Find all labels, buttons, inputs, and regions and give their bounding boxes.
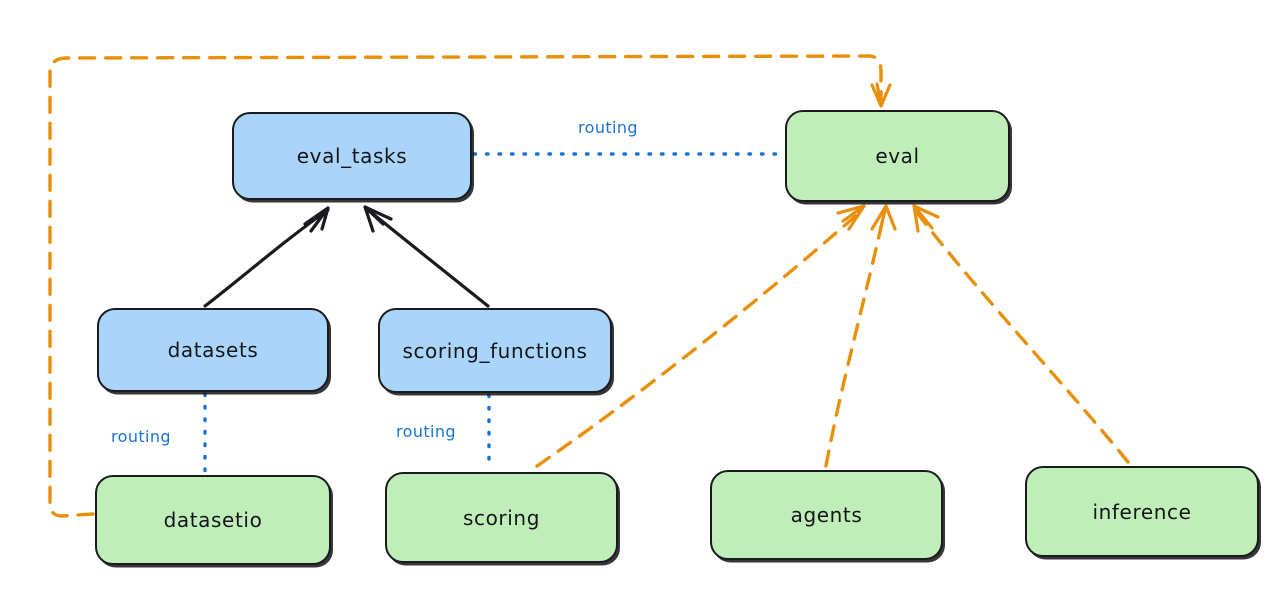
node-eval[interactable]: eval <box>785 110 1010 202</box>
node-agents[interactable]: agents <box>710 470 943 560</box>
node-datasetio[interactable]: datasetio <box>95 475 331 565</box>
node-label-datasetio: datasetio <box>163 508 263 532</box>
node-datasets[interactable]: datasets <box>97 308 329 392</box>
node-scoring-functions[interactable]: scoring_functions <box>378 308 612 393</box>
edge-inference-to-eval <box>912 204 1130 464</box>
edge-label-routing-scoring-functions-scoring: routing <box>396 422 456 441</box>
edge-label-routing-eval-tasks-eval: routing <box>578 118 638 137</box>
edge-agents-to-eval <box>824 204 897 468</box>
node-label-scoring: scoring <box>462 505 540 530</box>
edge-scoring_functions-to-eval_tasks <box>363 205 490 308</box>
node-inference[interactable]: inference <box>1025 466 1259 557</box>
node-scoring[interactable]: scoring <box>385 472 618 563</box>
edge-datasets-to-eval_tasks <box>203 206 330 308</box>
node-label-datasets: datasets <box>167 338 259 362</box>
node-label-agents: agents <box>790 503 863 527</box>
node-label-scoring-functions: scoring_functions <box>402 338 588 363</box>
node-label-inference: inference <box>1092 499 1192 524</box>
node-label-eval-tasks: eval_tasks <box>296 144 408 168</box>
node-label-eval: eval <box>875 144 920 168</box>
node-eval-tasks[interactable]: eval_tasks <box>232 112 472 200</box>
edge-label-routing-datasets-datasetio: routing <box>111 427 171 446</box>
